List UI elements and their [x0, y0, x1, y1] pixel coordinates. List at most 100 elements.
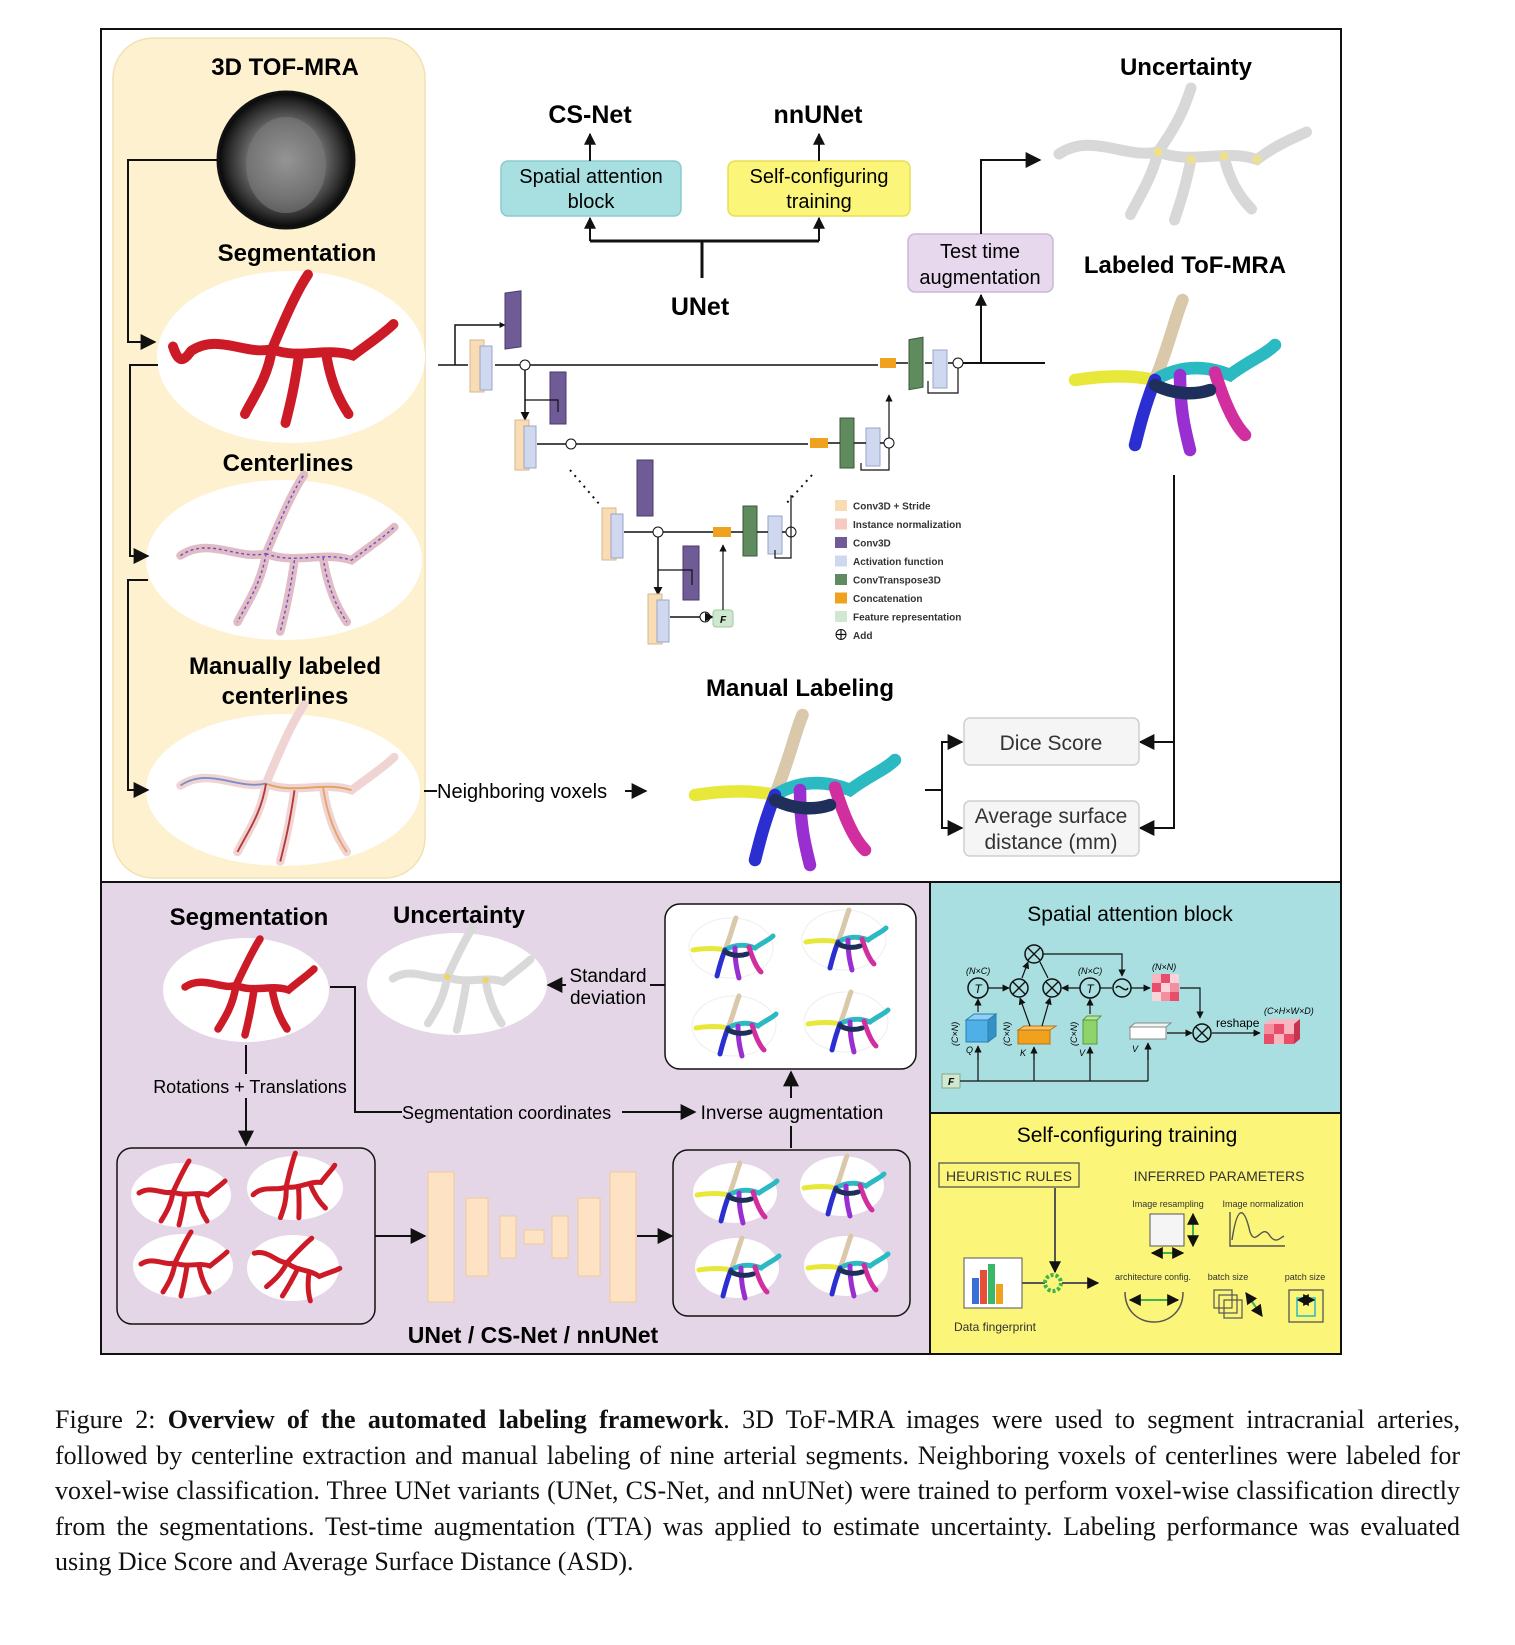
self-config-text-1: Self-configuring	[750, 166, 889, 188]
resampling-icon	[1149, 1213, 1185, 1247]
tta-uncertainty-bg	[367, 933, 547, 1035]
inferred-label: INFERRED PARAMETERS	[1134, 1168, 1305, 1184]
uncertainty-title: Uncertainty	[1120, 54, 1253, 81]
sct-panel	[929, 1112, 1342, 1355]
svg-text:(C×H×W×D): (C×H×W×D)	[1264, 1006, 1314, 1016]
manual-centerlines-title-2: centerlines	[222, 683, 349, 710]
tta-text-2: augmentation	[919, 267, 1040, 289]
tta-output-top-images	[688, 910, 888, 1056]
legend-swatch	[835, 574, 847, 585]
gear-icon	[1043, 1273, 1063, 1293]
arrow-tta-to-uncertainty	[980, 152, 1042, 234]
svg-text:V: V	[1132, 1044, 1139, 1054]
svg-text:Q: Q	[966, 1045, 973, 1055]
caption-text: . 3D ToF-MRA images were used to segment…	[55, 1405, 1460, 1576]
legend-swatch	[835, 518, 847, 530]
arch-label: architecture config.	[1115, 1272, 1191, 1282]
arrow-mri-to-segmentation	[127, 159, 218, 350]
self-config-text-2: training	[786, 191, 852, 213]
spatial-attention-text-2: block	[568, 191, 616, 213]
spatial-attention-text-1: Spatial attention	[519, 166, 662, 188]
legend-label: Activation function	[853, 557, 944, 568]
manual-centerlines-title-1: Manually labeled	[189, 653, 381, 680]
patch-icon	[1288, 1289, 1324, 1323]
arrow-to-asd	[1138, 742, 1175, 836]
legend-swatch	[835, 555, 847, 567]
legend-label: Concatenation	[853, 594, 922, 605]
caption-prefix: Figure 2:	[55, 1405, 168, 1434]
legend-swatch	[835, 500, 847, 511]
svg-text:T: T	[974, 982, 983, 996]
sct-title: Self-configuring training	[1017, 1124, 1238, 1147]
feature-label: F	[720, 615, 727, 626]
concat-3	[713, 527, 731, 537]
centerlines-title: Centerlines	[223, 450, 354, 477]
inverse-augmentation-label: Inverse augmentation	[701, 1103, 884, 1124]
labeled-tof-title: Labeled ToF-MRA	[1084, 252, 1286, 279]
std-text-2: deviation	[570, 988, 646, 1009]
sab-title: Spatial attention block	[1027, 903, 1233, 926]
legend-item: Add	[835, 629, 872, 642]
normalization-label: Image normalization	[1222, 1199, 1303, 1209]
legend-label: Conv3D + Stride	[853, 502, 931, 513]
unet-label: UNet	[671, 293, 730, 321]
uncertainty-tree-image	[1053, 82, 1313, 226]
tta-uncertainty-image	[388, 923, 535, 1034]
svg-text:(N×N): (N×N)	[1152, 962, 1176, 972]
centerlines-tree-image	[176, 470, 399, 636]
std-text-1: Standard	[569, 966, 646, 987]
svg-text:(C×N): (C×N)	[1069, 1022, 1079, 1046]
tta-output-bottom-images	[693, 1156, 888, 1298]
legend-label: Feature representation	[853, 613, 961, 624]
svg-text:(N×C): (N×C)	[1078, 966, 1102, 976]
svg-text:K: K	[1020, 1048, 1027, 1058]
fingerprint-label: Data fingerprint	[954, 1320, 1037, 1334]
seg-coordinates-label: Segmentation coordinates	[402, 1103, 611, 1123]
tta-text-1: Test time	[940, 241, 1020, 263]
unet-branch-lines	[590, 239, 819, 278]
tta-uncertainty-title: Uncertainty	[393, 902, 526, 929]
dice-score-box	[963, 717, 1140, 766]
resampling-label: Image resampling	[1132, 1199, 1204, 1209]
svg-text:(C×N): (C×N)	[950, 1022, 960, 1046]
models-label: UNet / CS-Net / nnUNet	[408, 1322, 659, 1348]
nnunet-label: nnUNet	[774, 101, 864, 129]
arch-icon	[1124, 1291, 1184, 1323]
segmentation-title: Segmentation	[218, 240, 377, 267]
legend-label: ConvTranspose3D	[853, 576, 941, 587]
legend-item: Instance normalization	[835, 518, 961, 531]
svg-text:(N×C): (N×C)	[966, 966, 990, 976]
legend-swatch	[835, 537, 847, 548]
input-title: 3D TOF-MRA	[211, 54, 359, 81]
svg-text:V: V	[1079, 1048, 1086, 1058]
unet-architecture: F	[438, 290, 1045, 645]
neighboring-voxels-label: Neighboring voxels	[437, 781, 607, 803]
augmented-seg-images	[131, 1146, 346, 1311]
sab-panel	[929, 881, 1342, 1114]
arrow-seg-to-centerlines	[129, 364, 158, 564]
svg-text:reshape: reshape	[1216, 1016, 1260, 1030]
legend-item: Conv3D + Stride	[835, 500, 931, 513]
manual-labeling-title: Manual Labeling	[706, 675, 894, 702]
batch-icon	[1213, 1289, 1243, 1319]
left-input-panel	[112, 37, 426, 879]
patch-label: patch size	[1285, 1272, 1326, 1282]
svg-text:T: T	[1086, 982, 1095, 996]
concat-2	[810, 438, 828, 448]
legend-item: Conv3D	[835, 537, 891, 550]
mri-brain-region	[246, 117, 326, 213]
asd-box	[963, 800, 1140, 857]
unet-encoder-decoder-icon	[427, 1171, 637, 1303]
svg-text:(C×N): (C×N)	[1002, 1022, 1012, 1046]
heuristic-label: HEURISTIC RULES	[946, 1168, 1072, 1184]
legend-label: Instance normalization	[853, 520, 961, 531]
legend-item: Feature representation	[835, 611, 961, 624]
manual-centerlines-tree-image	[176, 700, 399, 866]
arrow-seg-coordinates	[330, 986, 402, 1113]
legend-swatch	[835, 592, 847, 604]
caption-bold: Overview of the automated labeling frame…	[167, 1405, 724, 1434]
asd-text-1: Average surface	[975, 805, 1128, 828]
legend-swatch	[835, 611, 847, 622]
